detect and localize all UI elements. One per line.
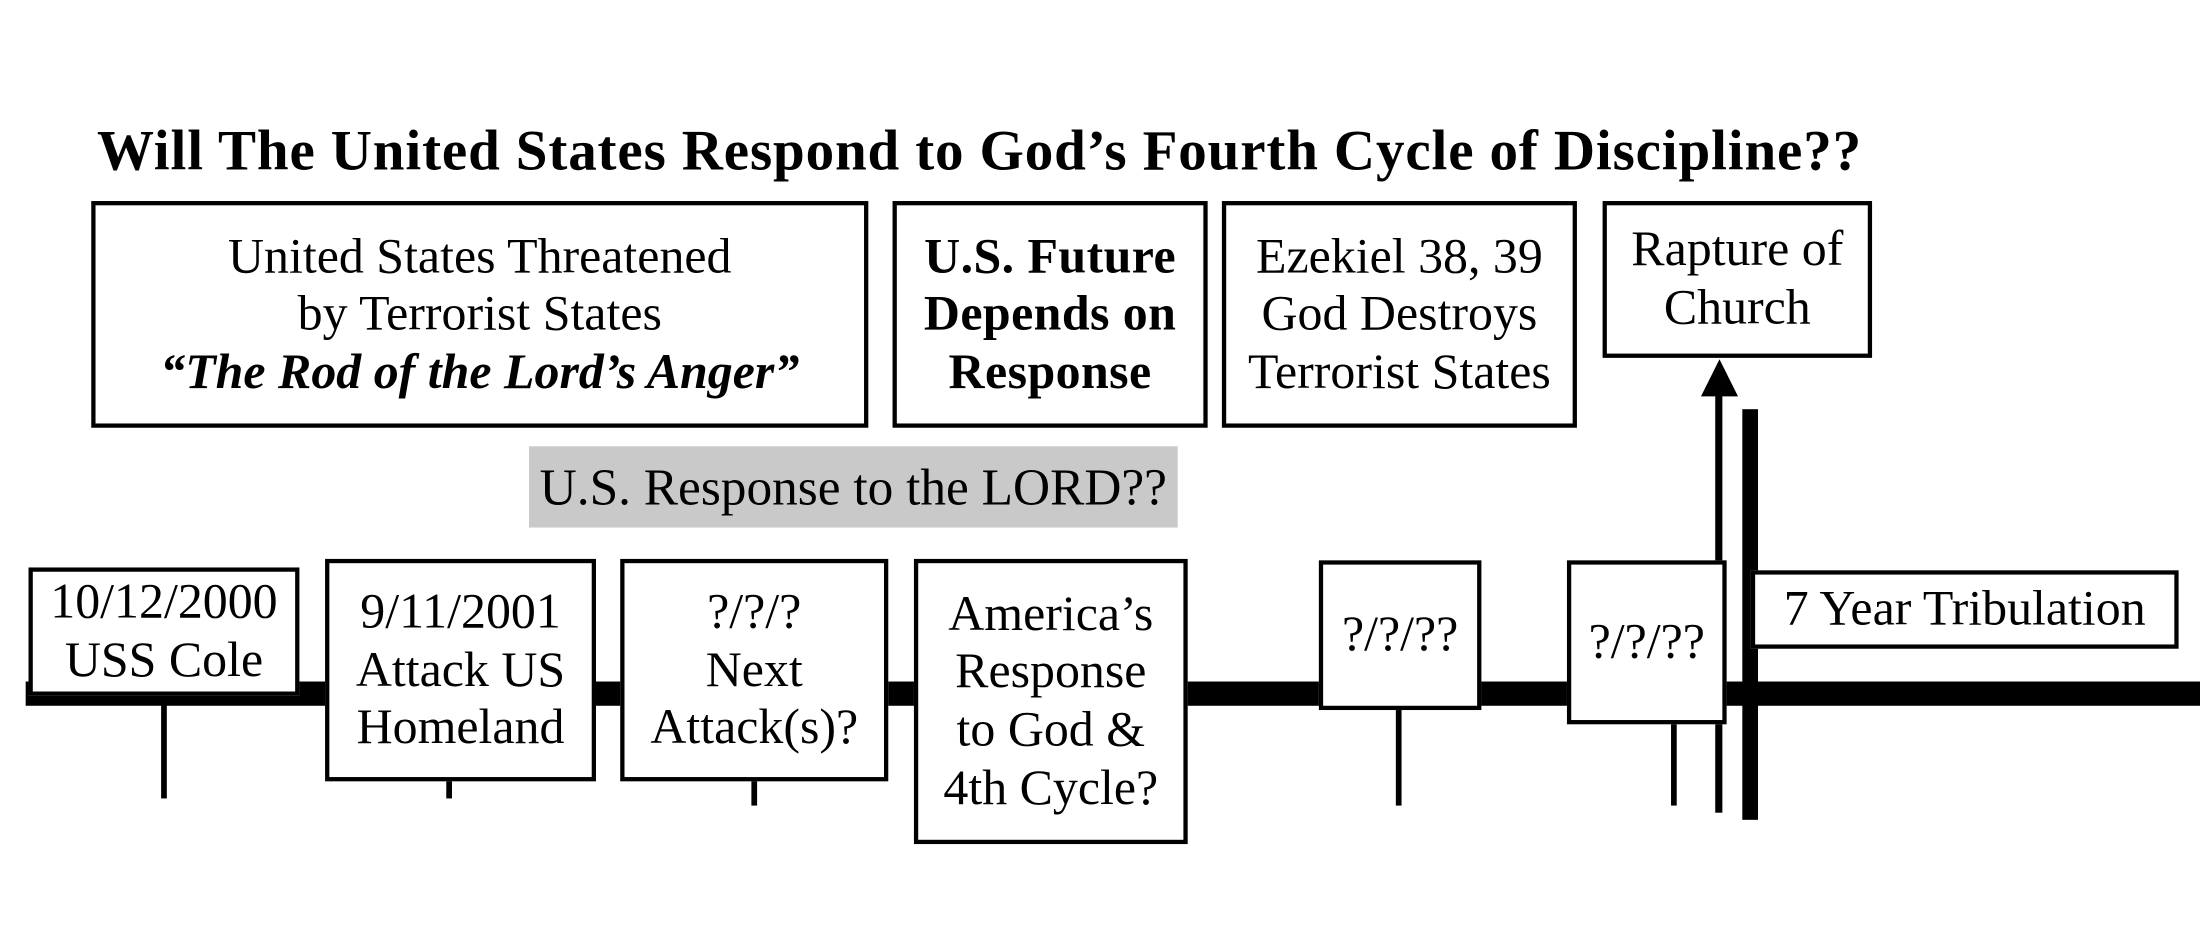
page-title: Will The United States Respond to God’s …	[96, 118, 1862, 183]
us-threatened-box: United States Threatened by Terrorist St…	[91, 201, 869, 428]
tick-unknown-date-2	[1671, 648, 1677, 806]
americas-response-line-2: Response	[955, 643, 1147, 700]
americas-response-box: America’s Response to God & 4th Cycle?	[913, 558, 1188, 845]
us-future-box: U.S. Future Depends on Response	[892, 201, 1208, 428]
americas-response-line-3: to God &	[956, 701, 1146, 758]
uss-cole-box: 10/12/2000 USS Cole	[28, 567, 300, 696]
ezekiel-line-2: God Destroys	[1261, 285, 1538, 342]
next-attacks-line-1: ?/?/?	[707, 583, 802, 639]
tribulation-start-marker	[1742, 409, 1759, 820]
unknown-date-box-2: ?/?/??	[1566, 560, 1727, 725]
unknown-date-box-1: ?/?/??	[1318, 560, 1482, 711]
us-response-band-label: U.S. Response to the LORD??	[539, 458, 1167, 516]
next-attacks-line-2: Next	[705, 641, 803, 697]
rapture-line-2: Church	[1663, 279, 1811, 336]
tick-unknown-date-1	[1395, 648, 1402, 806]
us-future-line-2: Depends on	[923, 285, 1177, 342]
uss-cole-line-1: 10/12/2000	[50, 573, 278, 630]
ezekiel-line-1: Ezekiel 38, 39	[1255, 227, 1543, 284]
next-attacks-box: ?/?/? Next Attack(s)?	[620, 558, 889, 782]
us-threatened-line-2: by Terrorist States	[297, 285, 662, 342]
attack-us-homeland-box: 9/11/2001 Attack US Homeland	[325, 558, 596, 782]
rapture-arrow-head-icon	[1700, 359, 1739, 397]
attack-homeland-line-2: Attack US	[355, 641, 566, 697]
us-threatened-line-1: United States Threatened	[228, 227, 732, 284]
next-attacks-line-3: Attack(s)?	[650, 699, 859, 755]
tribulation-label: 7 Year Tribulation	[1783, 580, 2146, 637]
us-future-line-3: Response	[948, 343, 1152, 399]
us-response-band: U.S. Response to the LORD??	[528, 446, 1178, 528]
americas-response-line-4: 4th Cycle?	[943, 759, 1159, 815]
attack-homeland-line-3: Homeland	[356, 699, 565, 755]
tribulation-box: 7 Year Tribulation	[1750, 570, 2179, 649]
tick-uss-cole	[161, 641, 167, 799]
ezekiel-box: Ezekiel 38, 39 God Destroys Terrorist St…	[1221, 201, 1577, 428]
us-threatened-emphasis: “The Rod of the Lord’s Anger”	[160, 343, 800, 399]
rapture-box: Rapture of Church	[1602, 201, 1873, 358]
us-future-line-1: U.S. Future	[924, 227, 1177, 284]
ezekiel-line-3: Terrorist States	[1248, 343, 1551, 399]
rapture-line-1: Rapture of	[1631, 221, 1844, 278]
uss-cole-line-2: USS Cole	[64, 631, 264, 688]
unknown-date-2-label: ?/?/??	[1588, 613, 1705, 669]
unknown-date-1-label: ?/?/??	[1341, 606, 1459, 662]
americas-response-line-1: America’s	[948, 585, 1154, 642]
attack-homeland-line-1: 9/11/2001	[360, 583, 561, 639]
